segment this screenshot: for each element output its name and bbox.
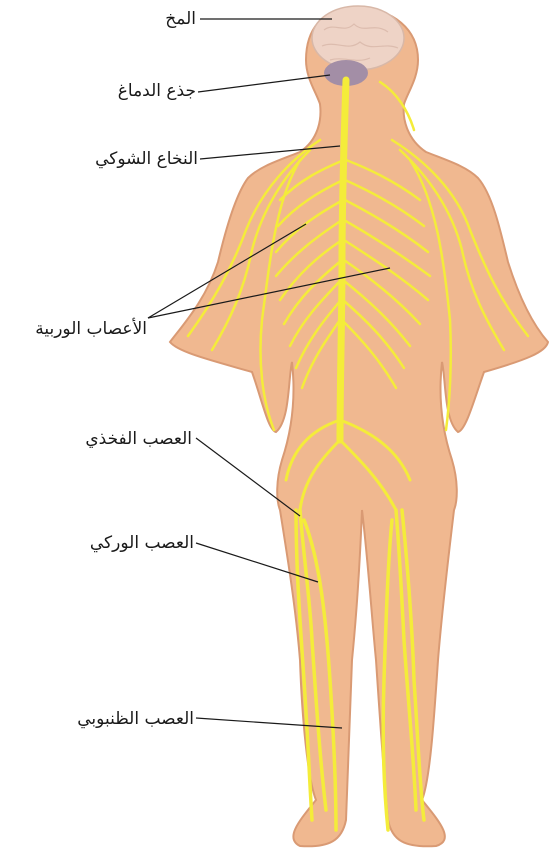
label-intercostal-nerves: الأعصاب الوربية <box>35 318 147 340</box>
label-sciatic-nerve: العصب الوركي <box>90 532 194 554</box>
label-tibial-nerve: العصب الظنبوبي <box>77 708 194 730</box>
label-femoral-nerve: العصب الفخذي <box>85 428 192 450</box>
brain <box>312 6 404 70</box>
label-brain: المخ <box>165 8 196 30</box>
label-brainstem: جذع الدماغ <box>118 80 196 102</box>
label-spinal-cord: النخاع الشوكي <box>95 148 198 170</box>
